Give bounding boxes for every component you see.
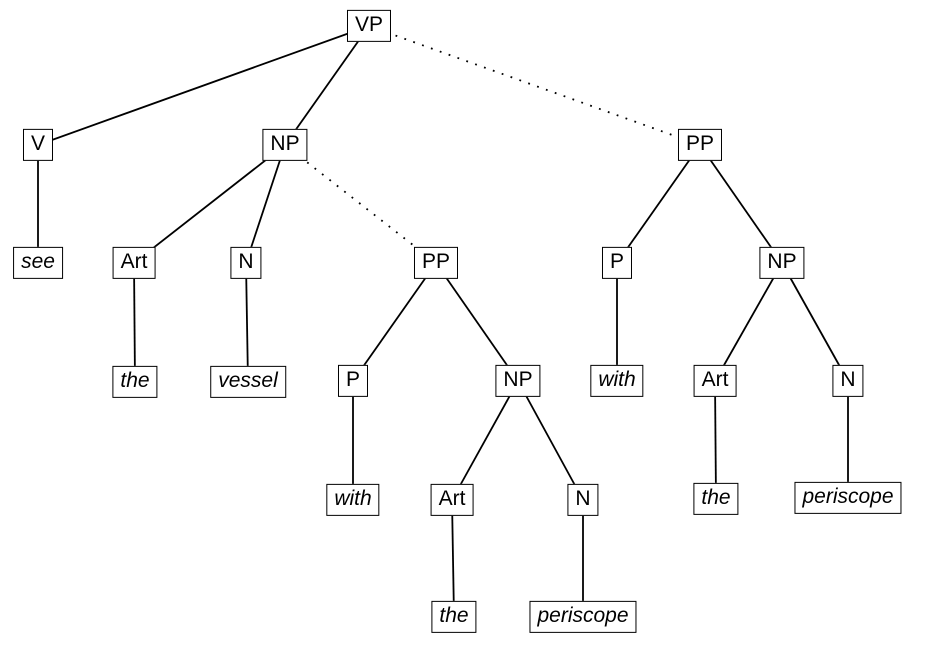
node-n-right: N [832,364,864,398]
node-v: V [22,128,54,162]
edge-vp-np [284,25,370,146]
node-periscope-right: periscope [794,481,902,515]
node-the-right: the [693,482,739,516]
node-np-right: NP [759,246,805,280]
node-np: NP [262,128,308,162]
node-pp-right: PP [677,128,723,162]
edge-np-mid-art-mid [451,380,519,501]
node-n-left: N [230,246,262,280]
edge-np-right-n-right [781,262,849,382]
node-np-mid: NP [495,364,541,398]
node-p-right: P [601,246,633,280]
node-see: see [13,246,63,280]
edge-pp-right-p-right [616,144,701,264]
edge-art-mid-the-mid [451,499,455,618]
node-art-left: Art [112,246,156,280]
edge-np-mid-n-mid [517,380,584,501]
edge-vp-pp-right [368,25,701,146]
edge-art-left-the-left [133,262,136,383]
node-art-mid: Art [430,483,474,517]
edge-vp-v [37,25,370,146]
node-with-right: with [590,364,644,398]
edge-pp-right-np-right [699,144,783,264]
edge-np-art-left [133,144,286,264]
node-with-mid: with [326,483,380,517]
node-the-mid: the [431,600,477,634]
edge-np-n-left [245,144,286,264]
node-vessel: vessel [210,365,286,399]
edge-pp-mid-p-mid [352,262,437,382]
node-pp-mid: PP [413,246,459,280]
edge-np-right-art-right [714,262,783,382]
node-p-mid: P [337,364,369,398]
edge-n-left-vessel [245,262,249,383]
node-periscope-mid: periscope [529,600,637,634]
node-the-left: the [112,365,158,399]
edge-art-right-the-right [714,380,717,500]
edge-np-pp-mid [284,144,437,264]
edge-pp-mid-np-mid [435,262,519,382]
node-n-mid: N [567,483,599,517]
node-art-right: Art [693,364,737,398]
node-vp: VP [346,9,392,43]
